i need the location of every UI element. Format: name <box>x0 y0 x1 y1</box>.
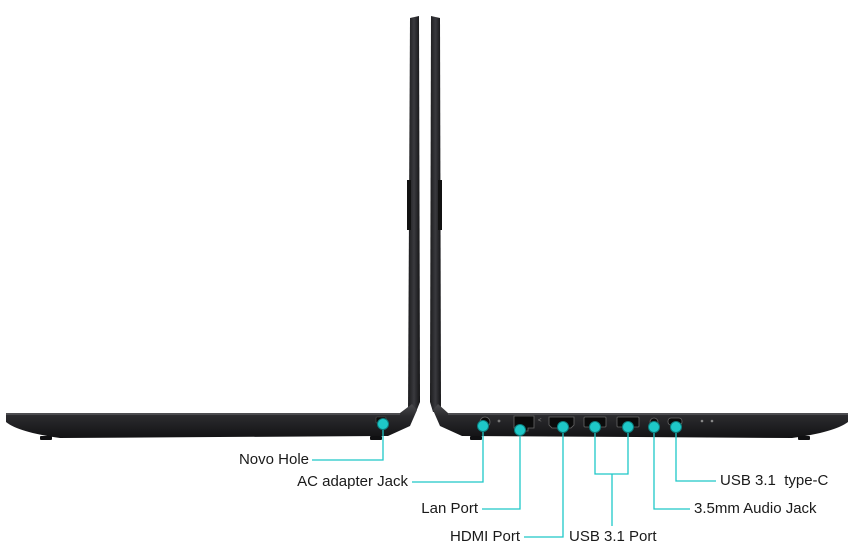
right-laptop: < <box>430 16 848 440</box>
lan-icon-glyph: < <box>538 418 542 424</box>
ac-indicator-dot <box>497 419 501 423</box>
right-foot <box>370 436 382 440</box>
callout-dot-usb-2 <box>622 421 634 433</box>
status-led-2 <box>710 419 714 423</box>
callout-dots <box>377 418 682 436</box>
callout-dot-lan <box>514 424 526 436</box>
label-ac-adapter-jack: AC adapter Jack <box>297 473 408 490</box>
callout-dot-hdmi <box>557 421 569 433</box>
callout-line-lan <box>482 431 521 510</box>
callout-line-ac <box>412 427 484 483</box>
right-laptop-foot-right <box>798 436 810 440</box>
right-lid-hinge-bump <box>438 180 442 230</box>
left-laptop <box>6 16 420 440</box>
callout-line-typec <box>675 428 716 482</box>
callout-line-audio <box>653 428 690 510</box>
label-usb31-type-c: USB 3.1 type-C <box>720 472 829 489</box>
callout-dot-usb-1 <box>589 421 601 433</box>
callout-dot-novo <box>377 418 389 430</box>
right-laptop-lid <box>430 16 441 412</box>
callout-dot-ac <box>477 420 489 432</box>
right-laptop-base <box>433 404 848 438</box>
callout-lines <box>312 427 716 538</box>
label-novo-hole: Novo Hole <box>238 451 309 468</box>
label-lan-port: Lan Port <box>421 500 478 517</box>
label-audio-jack: 3.5mm Audio Jack <box>694 500 817 517</box>
callout-line-hdmi <box>524 428 564 538</box>
label-hdmi-port: HDMI Port <box>449 528 520 545</box>
right-laptop-foot-left <box>470 436 482 440</box>
left-laptop-base <box>6 404 417 438</box>
callout-dot-audio <box>648 421 660 433</box>
callout-line-novo <box>312 427 384 461</box>
callout-dot-typec <box>670 421 682 433</box>
left-foot <box>40 436 52 440</box>
left-lid-hinge-bump <box>407 180 411 230</box>
label-usb31-port: USB 3.1 Port <box>569 528 657 545</box>
status-led-1 <box>700 419 704 423</box>
left-laptop-lid <box>408 16 420 412</box>
